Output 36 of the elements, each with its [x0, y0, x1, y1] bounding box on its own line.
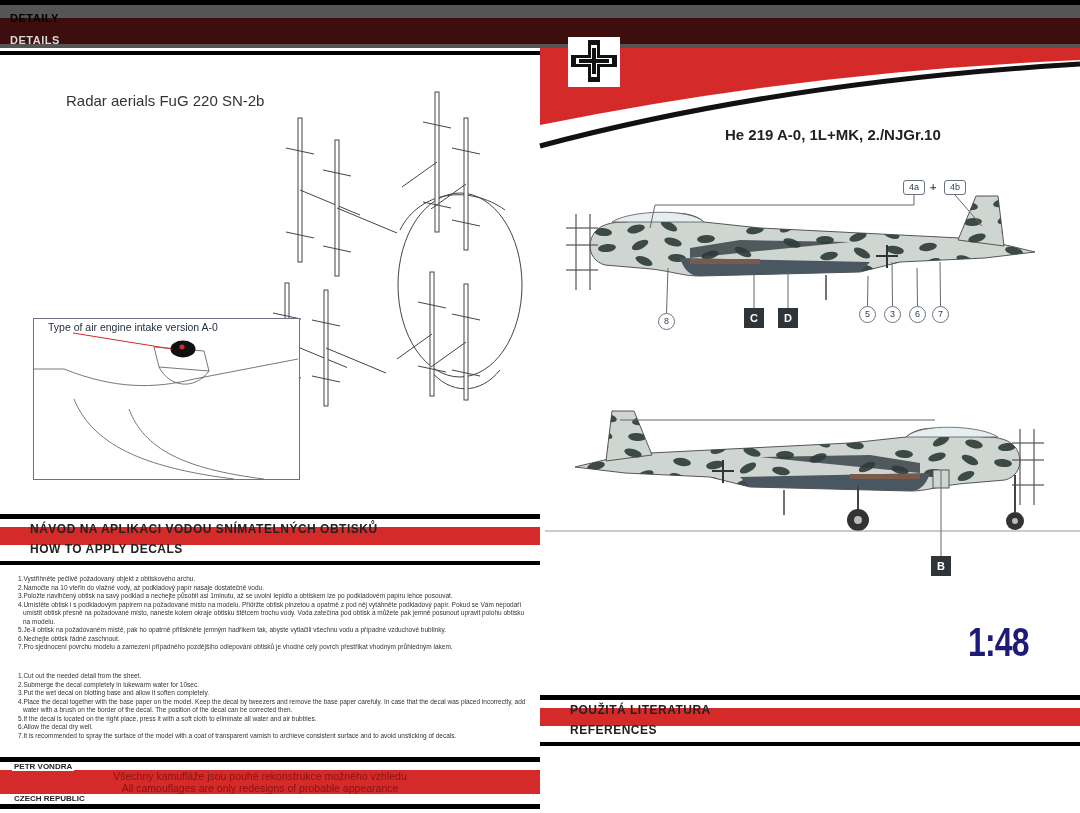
callout-number: 8 — [658, 313, 675, 330]
section-heading: DETAILY — [10, 13, 59, 24]
section-heading: REFERENCES — [570, 724, 657, 736]
callout-tag: 4b — [944, 180, 966, 195]
leader-line — [940, 469, 942, 557]
address-text: PETR VONDRA — [12, 762, 75, 771]
leader-line — [916, 267, 918, 307]
callout-tag: 4a — [903, 180, 925, 195]
callout-number: 6 — [909, 306, 926, 323]
section-heading: HOW TO APPLY DECALS — [30, 543, 183, 555]
leader-line — [649, 194, 915, 229]
disclaimer-text: Všechny kamufláže jsou pouhé rekonstrukce možného vzhledu — [112, 771, 408, 782]
address-text: CZECH REPUBLIC — [12, 794, 87, 803]
leader-line — [891, 261, 893, 307]
intake-opening-drawing — [170, 340, 196, 358]
leader-line — [939, 261, 941, 307]
leader-line — [867, 275, 869, 307]
aircraft-title: He 219 A-0, 1L+MK, 2./NJGr.10 — [725, 125, 941, 145]
leader-line — [666, 267, 669, 314]
leader-line — [72, 332, 173, 350]
callout-number: 3 — [884, 306, 901, 323]
callout-letter: B — [931, 556, 951, 576]
figure-title: Radar aerials FuG 220 SN-2b — [66, 91, 265, 111]
detail-inset-panel — [33, 318, 300, 480]
leader-line — [954, 194, 983, 227]
callout-number: 5 — [859, 306, 876, 323]
callout-letter: C — [744, 308, 764, 328]
callout-number: 7 — [932, 306, 949, 323]
callout-text: Type of air engine intake version A-0 — [48, 320, 218, 335]
callout-letter: D — [778, 308, 798, 328]
plus-sign: + — [930, 180, 937, 195]
leader-line — [787, 271, 789, 309]
leader-line — [753, 274, 755, 309]
disclaimer-text: All camouflages are only redesigns of probable appearance — [120, 783, 400, 794]
section-heading: DETAILS — [10, 35, 60, 46]
scale-label: 1:48 — [968, 622, 1029, 662]
